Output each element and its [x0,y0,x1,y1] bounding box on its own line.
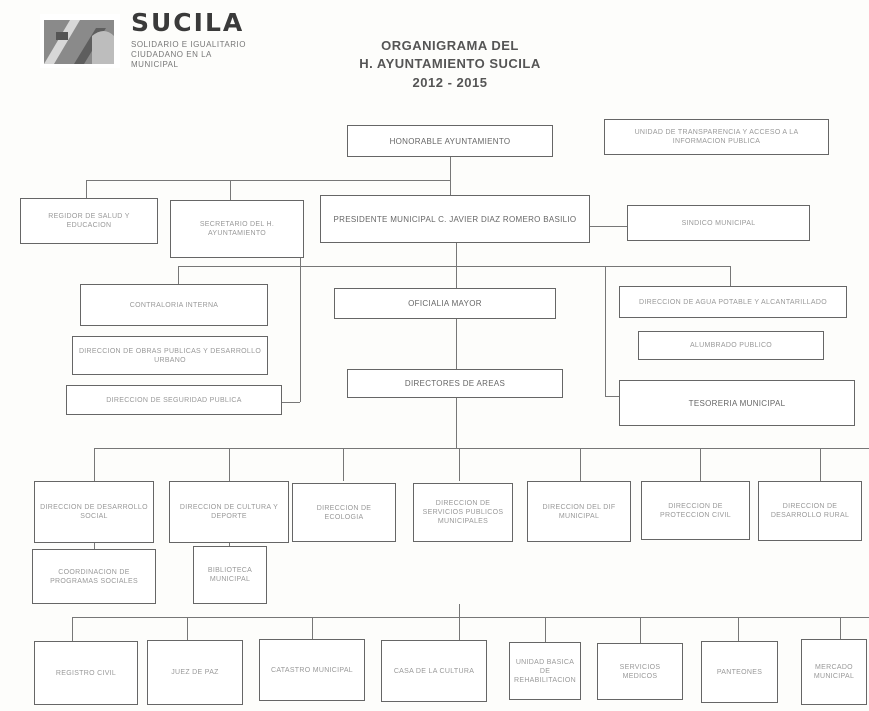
org-box-row5-2: JUEZ DE PAZ [147,640,243,705]
org-box-row5-1: REGISTRO CIVIL [34,641,138,705]
org-box-cabildo: HONORABLE AYUNTAMIENTO [347,125,553,157]
connector-line [86,180,450,181]
connector-line [86,180,87,198]
org-box-row5-6: SERVICIOS MEDICOS [597,643,683,700]
connector-line [178,266,179,284]
logo-tagline: SOLIDARIO E IGUALITARIO CIUDADANO EN LA … [131,40,261,70]
org-box-level2-left1: REGIDOR DE SALUD Y EDUCACION [20,198,158,244]
connector-line [230,180,231,200]
connector-line [605,266,606,396]
org-box-oficialia: OFICIALIA MAYOR [334,288,556,319]
org-box-directores: DIRECTORES DE AREAS [347,369,563,398]
org-box-sindico: SINDICO MUNICIPAL [627,205,810,241]
connector-line [450,157,451,195]
org-box-row5-7: PANTEONES [701,641,778,703]
connector-line [94,448,95,481]
page-title-line2: H. AYUNTAMIENTO SUCILA [359,56,541,71]
connector-line [282,402,300,403]
connector-line [178,266,730,267]
org-box-row4-1: DIRECCION DE DESARROLLO SOCIAL [34,481,154,543]
connector-line [72,617,73,641]
connector-line [456,319,457,369]
connector-line [456,243,457,288]
connector-line [343,448,344,481]
page-title-line3: 2012 - 2015 [412,75,488,90]
connector-line [700,448,701,481]
org-box-presidente: PRESIDENTE MUNICIPAL C. JAVIER DIAZ ROME… [320,195,590,243]
connector-line [229,448,230,481]
connector-line [840,617,841,639]
connector-line [738,617,739,641]
logo-tagline-line2: CIUDADANO EN LA MUNICIPAL [131,50,212,69]
org-box-level2-left2: SECRETARIO DEL H. AYUNTAMIENTO [170,200,304,258]
org-box-level3-right-c: TESORERIA MUNICIPAL [619,380,855,426]
connector-line [580,448,581,481]
connector-line [640,617,641,643]
org-box-level3-right-a: DIRECCION DE AGUA POTABLE Y ALCANTARILLA… [619,286,847,318]
org-box-row4-sub-1: COORDINACION DE PROGRAMAS SOCIALES [32,549,156,604]
org-box-row4-2: DIRECCION DE CULTURA Y DEPORTE [169,481,289,543]
sucila-logo-icon [40,14,120,68]
connector-line [187,617,188,640]
connector-line [545,617,546,642]
org-box-level3-right-b: ALUMBRADO PUBLICO [638,331,824,360]
connector-line [300,244,301,402]
connector-line [605,396,619,397]
connector-line [590,226,627,227]
org-box-row4-7: DIRECCION DE DESARROLLO RURAL [758,481,862,541]
org-box-row5-3: CATASTRO MUNICIPAL [259,639,365,701]
org-box-row4-3: DIRECCION DE ECOLOGIA [292,483,396,542]
connector-line [456,398,457,448]
connector-line [94,448,869,449]
logo-name: SUCILA [131,8,245,37]
org-box-row4-5: DIRECCION DEL DIF MUNICIPAL [527,481,631,542]
org-box-row5-8: MERCADO MUNICIPAL [801,639,867,705]
org-box-row4-6: DIRECCION DE PROTECCION CIVIL [641,481,750,540]
page-title-line1: ORGANIGRAMA DEL [381,38,519,53]
org-box-level3-left-b: DIRECCION DE OBRAS PUBLICAS Y DESARROLLO… [72,336,268,375]
connector-line [72,617,869,618]
connector-line [459,604,460,640]
org-box-transparencia: UNIDAD DE TRANSPARENCIA Y ACCESO A LA IN… [604,119,829,155]
logo-tagline-line1: SOLIDARIO E IGUALITARIO [131,40,246,49]
connector-line [820,448,821,481]
connector-line [459,448,460,481]
connector-line [94,543,95,549]
org-box-row4-sub-2: BIBLIOTECA MUNICIPAL [193,546,267,604]
org-box-row4-4: DIRECCION DE SERVICIOS PUBLICOS MUNICIPA… [413,483,513,542]
connector-line [312,617,313,639]
org-box-level3-left-a: CONTRALORIA INTERNA [80,284,268,326]
org-box-row5-5: UNIDAD BASICA DE REHABILITACION [509,642,581,700]
org-box-row5-4: CASA DE LA CULTURA [381,640,487,702]
connector-line [730,266,731,286]
org-box-level3-left-c: DIRECCION DE SEGURIDAD PUBLICA [66,385,282,415]
